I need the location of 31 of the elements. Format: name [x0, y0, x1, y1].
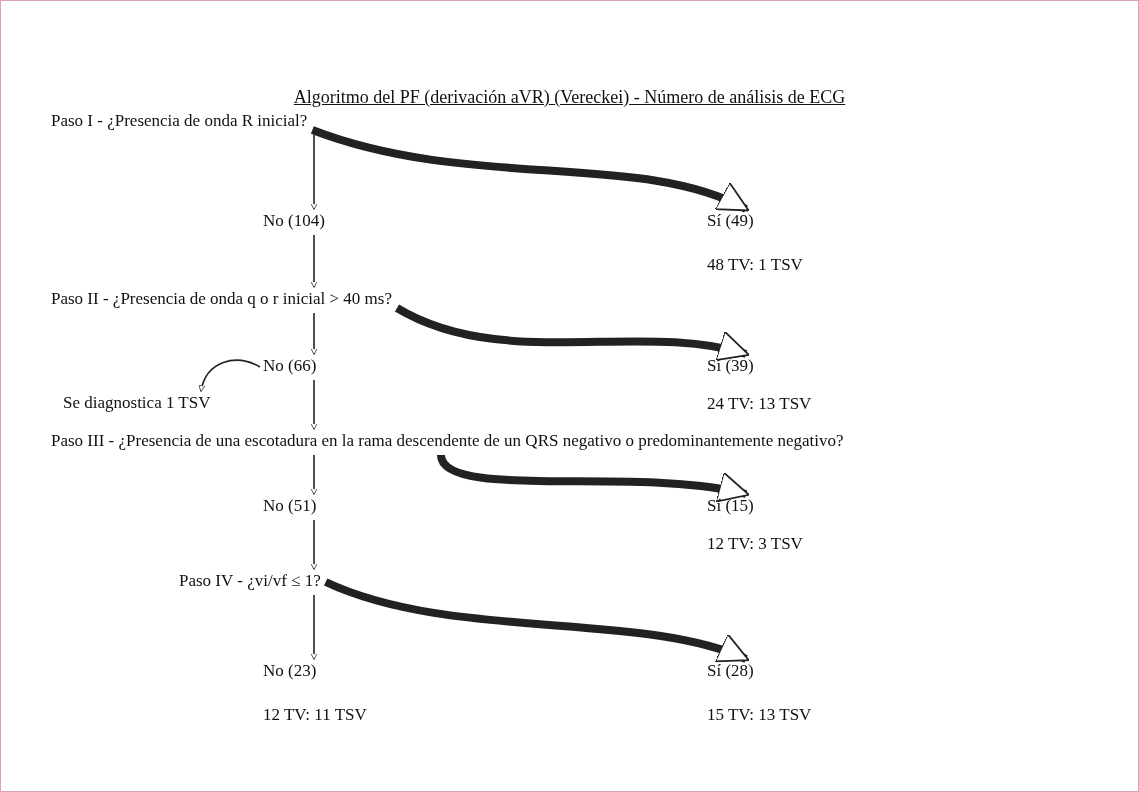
result-count: 12 TV: 3 TSV [707, 534, 803, 554]
answer-count: No (51) [263, 496, 317, 516]
step-question: Paso III - ¿Presencia de una escotadura en la rama descendente de un QRS negativo o predominantemente negativo? [51, 431, 844, 451]
answer-count: Sí (28) [707, 661, 755, 681]
arrow [310, 454, 318, 495]
arrow [310, 379, 318, 430]
answer-count: No (66) [263, 356, 317, 376]
answer-count: No (104) [263, 211, 325, 231]
answer-count: Sí (15) [707, 496, 755, 516]
result-count: 48 TV: 1 TSV [707, 255, 803, 275]
arrow [310, 134, 318, 210]
arrow [199, 359, 261, 392]
result-count: 15 TV: 13 TSV [707, 705, 812, 725]
step-question: Paso II - ¿Presencia de onda q o r inicial > 40 ms? [51, 289, 392, 309]
arrow [310, 312, 318, 355]
diagnosis-note: Se diagnostica 1 TSV [63, 393, 211, 413]
arrow [310, 519, 318, 570]
step-question: Paso IV - ¿vi/vf ≤ 1? [179, 571, 321, 591]
arrow [324, 578, 750, 665]
result-count: 24 TV: 13 TSV [707, 394, 812, 414]
answer-count: Sí (39) [707, 356, 755, 376]
arrow [310, 594, 318, 660]
arrow [310, 234, 318, 288]
answer-count: Sí (49) [707, 211, 755, 231]
step-question: Paso I - ¿Presencia de onda R inicial? [51, 111, 308, 131]
result-count: 12 TV: 11 TSV [263, 705, 367, 725]
answer-count: No (23) [263, 661, 318, 681]
diagram-title: Algoritmo del PF (derivación aVR) (Vereckei) - Número de análisis de ECG [292, 87, 847, 108]
arrow [437, 453, 750, 505]
arrow [311, 126, 750, 213]
arrow [395, 304, 750, 363]
